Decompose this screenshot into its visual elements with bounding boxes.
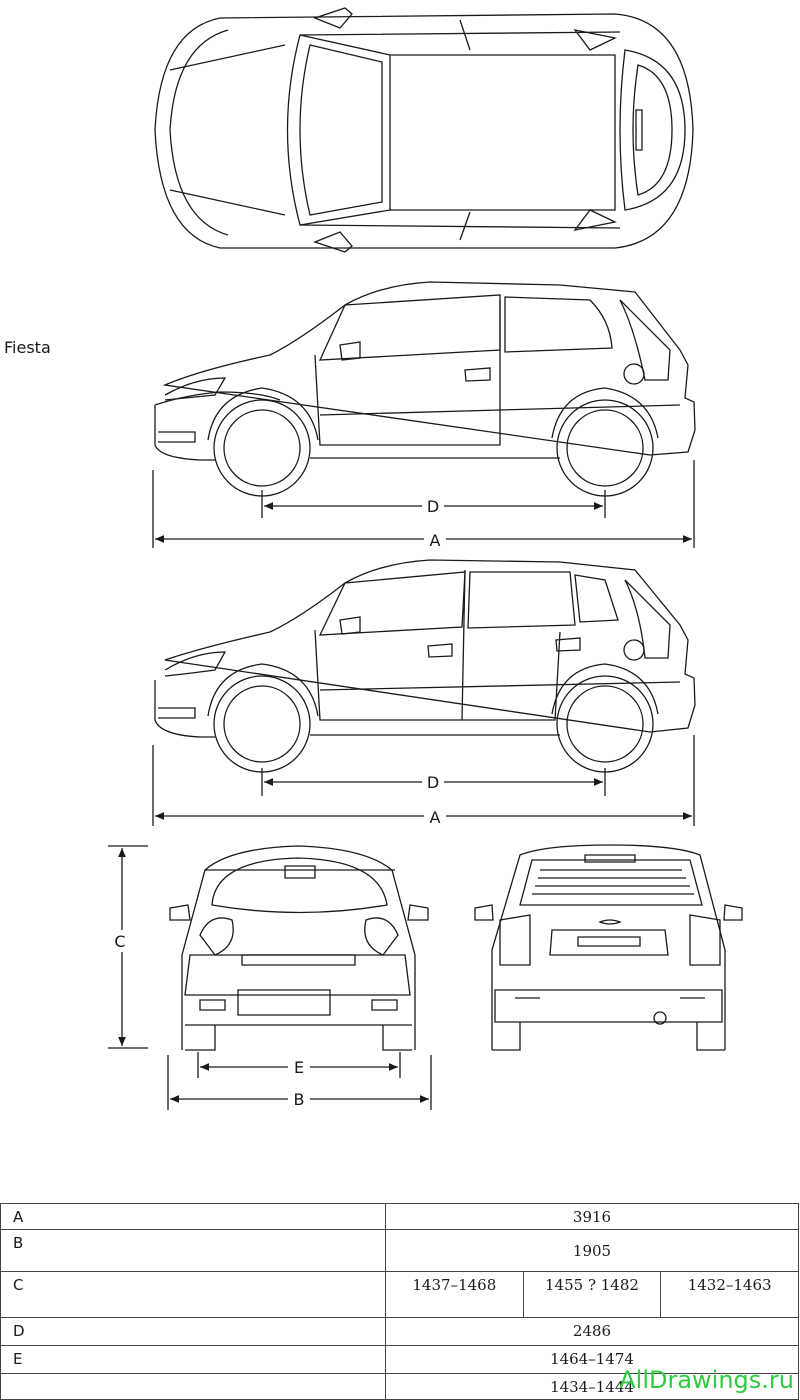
table-row: C 1437–1468 1455 ? 1482 1432–1463 <box>0 1271 799 1318</box>
dim-value: 3916 <box>385 1203 799 1230</box>
dimension-lines-5door: D A <box>152 735 695 827</box>
dim-label-b: B <box>294 1090 305 1109</box>
dim-value: 1905 <box>385 1229 799 1272</box>
rear-view <box>474 844 743 1051</box>
dimension-lines-front: C E B <box>108 845 432 1110</box>
dim-value: 2486 <box>385 1317 799 1346</box>
dim-value: 1437–1468 <box>385 1271 524 1318</box>
side-view-5door <box>154 559 696 773</box>
dimension-lines-3door: D A <box>152 460 695 550</box>
dim-label-c: C <box>114 932 125 951</box>
side-view-3door <box>154 281 696 497</box>
dimensions-table: A 3916 B 1905 C 1437–1468 1455 ? 1482 14… <box>0 1203 799 1400</box>
dim-key: D <box>0 1317 386 1346</box>
dim-key: C <box>0 1271 386 1318</box>
dim-key: E <box>0 1345 386 1374</box>
table-row: B 1905 <box>0 1229 799 1272</box>
table-row: A 3916 <box>0 1203 799 1230</box>
blueprint-drawing: D A D A <box>108 7 743 1110</box>
dim-label-a-5door: A <box>430 808 441 827</box>
dim-label-d-5door: D <box>427 773 439 792</box>
front-view <box>169 845 429 1051</box>
dim-label-e: E <box>294 1058 304 1077</box>
watermark: AllDrawings.ru <box>619 1366 794 1394</box>
model-name: Fiesta <box>4 338 51 357</box>
dim-value: 1432–1463 <box>660 1271 799 1318</box>
dim-label-d: D <box>427 497 439 516</box>
dim-key: B <box>0 1229 386 1272</box>
dim-label-a: A <box>430 531 441 550</box>
dim-key: A <box>0 1203 386 1230</box>
table-row: D 2486 <box>0 1317 799 1346</box>
top-view <box>154 7 694 253</box>
dim-value: 1455 ? 1482 <box>522 1271 662 1318</box>
dim-value: 1434–1444 <box>385 1373 799 1400</box>
dim-key <box>0 1373 386 1400</box>
table-row: 1434–1444 <box>0 1373 799 1400</box>
